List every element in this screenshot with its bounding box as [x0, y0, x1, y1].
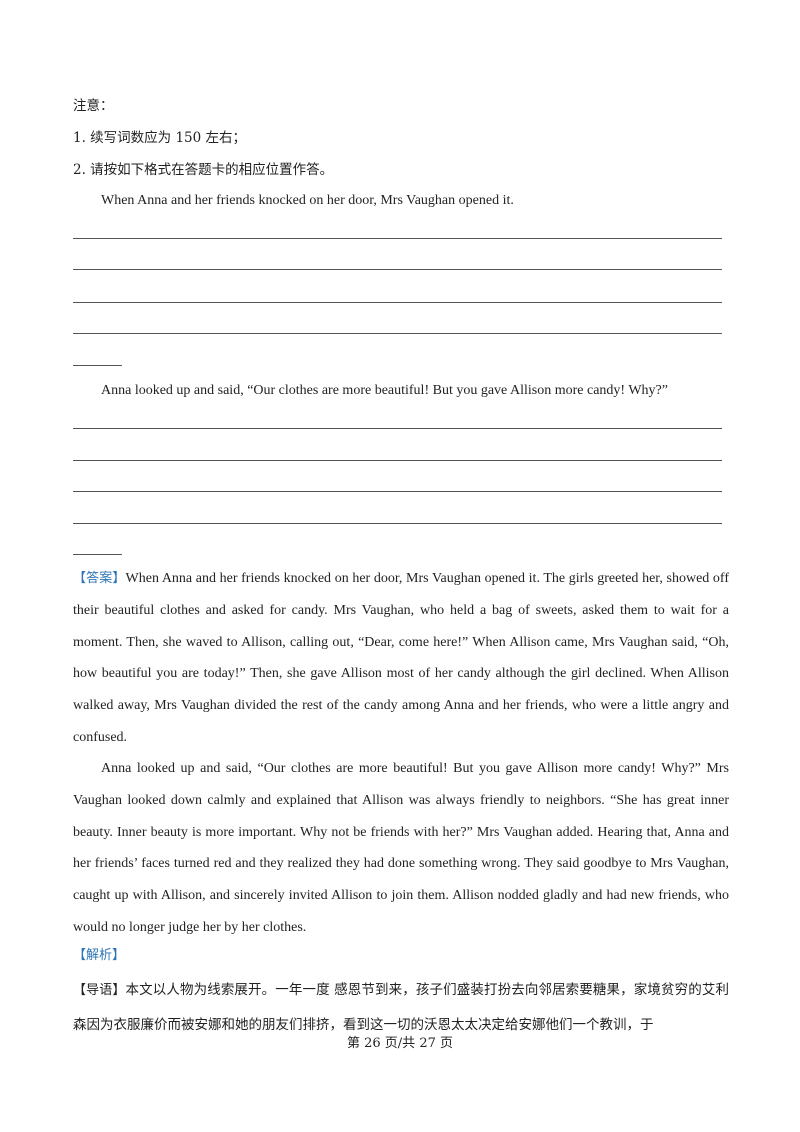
analysis-label: 【解析】: [73, 948, 126, 963]
guide-paragraph: 【导语】本文以人物为线索展开。一年一度 感恩节到来，孩子们盛装打扮去向邻居索要糖…: [73, 973, 729, 1042]
writing-line: [73, 428, 722, 429]
writing-line-short: [73, 554, 122, 555]
writing-line: [73, 269, 722, 270]
guide-label: 【导语】: [73, 983, 126, 998]
writing-line-short: [73, 365, 122, 366]
notes-heading: 注意：: [73, 98, 114, 114]
page-footer: 第 26 页/共 27 页: [347, 1036, 453, 1051]
writing-line: [73, 238, 722, 239]
notes-item-2: 2. 请按如下格式在答题卡的相应位置作答。: [73, 162, 334, 178]
writing-line: [73, 523, 722, 524]
writing-line: [73, 460, 722, 461]
answer-label: 【答案】: [73, 571, 126, 586]
prompt-first: When Anna and her friends knocked on her…: [101, 193, 514, 208]
answer-paragraph-1: 【答案】When Anna and her friends knocked on…: [73, 563, 729, 754]
notes-item-1: 1. 续写词数应为 150 左右；: [73, 130, 247, 146]
answer-text-2: Anna looked up and said, “Our clothes ar…: [73, 761, 729, 935]
guide-text: 本文以人物为线索展开。一年一度 感恩节到来，孩子们盛装打扮去向邻居索要糖果，家境…: [73, 982, 729, 1033]
writing-line: [73, 302, 722, 303]
writing-line: [73, 333, 722, 334]
prompt-second: Anna looked up and said, “Our clothes ar…: [101, 383, 668, 398]
writing-line: [73, 491, 722, 492]
answer-text-1: When Anna and her friends knocked on her…: [73, 571, 729, 745]
answer-paragraph-2: Anna looked up and said, “Our clothes ar…: [73, 753, 729, 944]
